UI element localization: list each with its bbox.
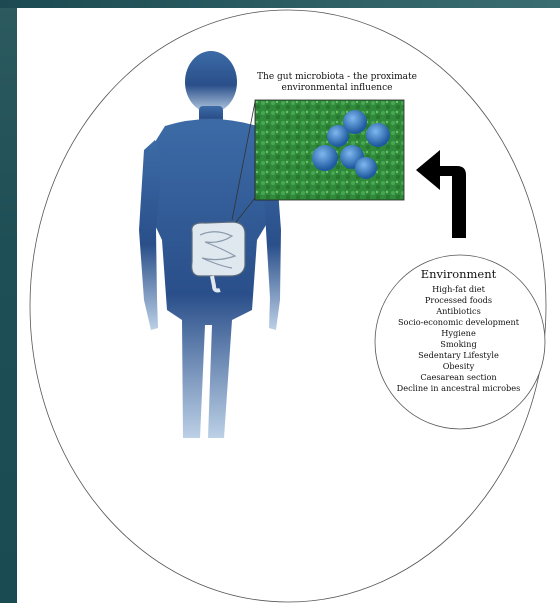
list-item: Socio-economic development xyxy=(386,317,531,328)
list-item: Processed foods xyxy=(386,295,531,306)
list-item: Antibiotics xyxy=(386,306,531,317)
list-item: Caesarean section xyxy=(386,372,531,383)
bent-arrow-icon xyxy=(416,150,466,238)
list-item: Obesity xyxy=(386,361,531,372)
environment-panel: Environment High-fat diet Processed food… xyxy=(386,262,531,430)
list-item: Decline in ancestral microbes xyxy=(386,383,531,394)
microbiota-caption: The gut microbiota - the proximate envir… xyxy=(242,72,432,94)
list-item: Smoking xyxy=(386,339,531,350)
list-item: Sedentary Lifestyle xyxy=(386,350,531,361)
list-item: Hygiene xyxy=(386,328,531,339)
environment-title: Environment xyxy=(386,267,531,281)
list-item: High-fat diet xyxy=(386,284,531,295)
environment-factor-list: High-fat diet Processed foods Antibiotic… xyxy=(386,284,531,394)
bacteria-micrograph xyxy=(255,100,404,200)
